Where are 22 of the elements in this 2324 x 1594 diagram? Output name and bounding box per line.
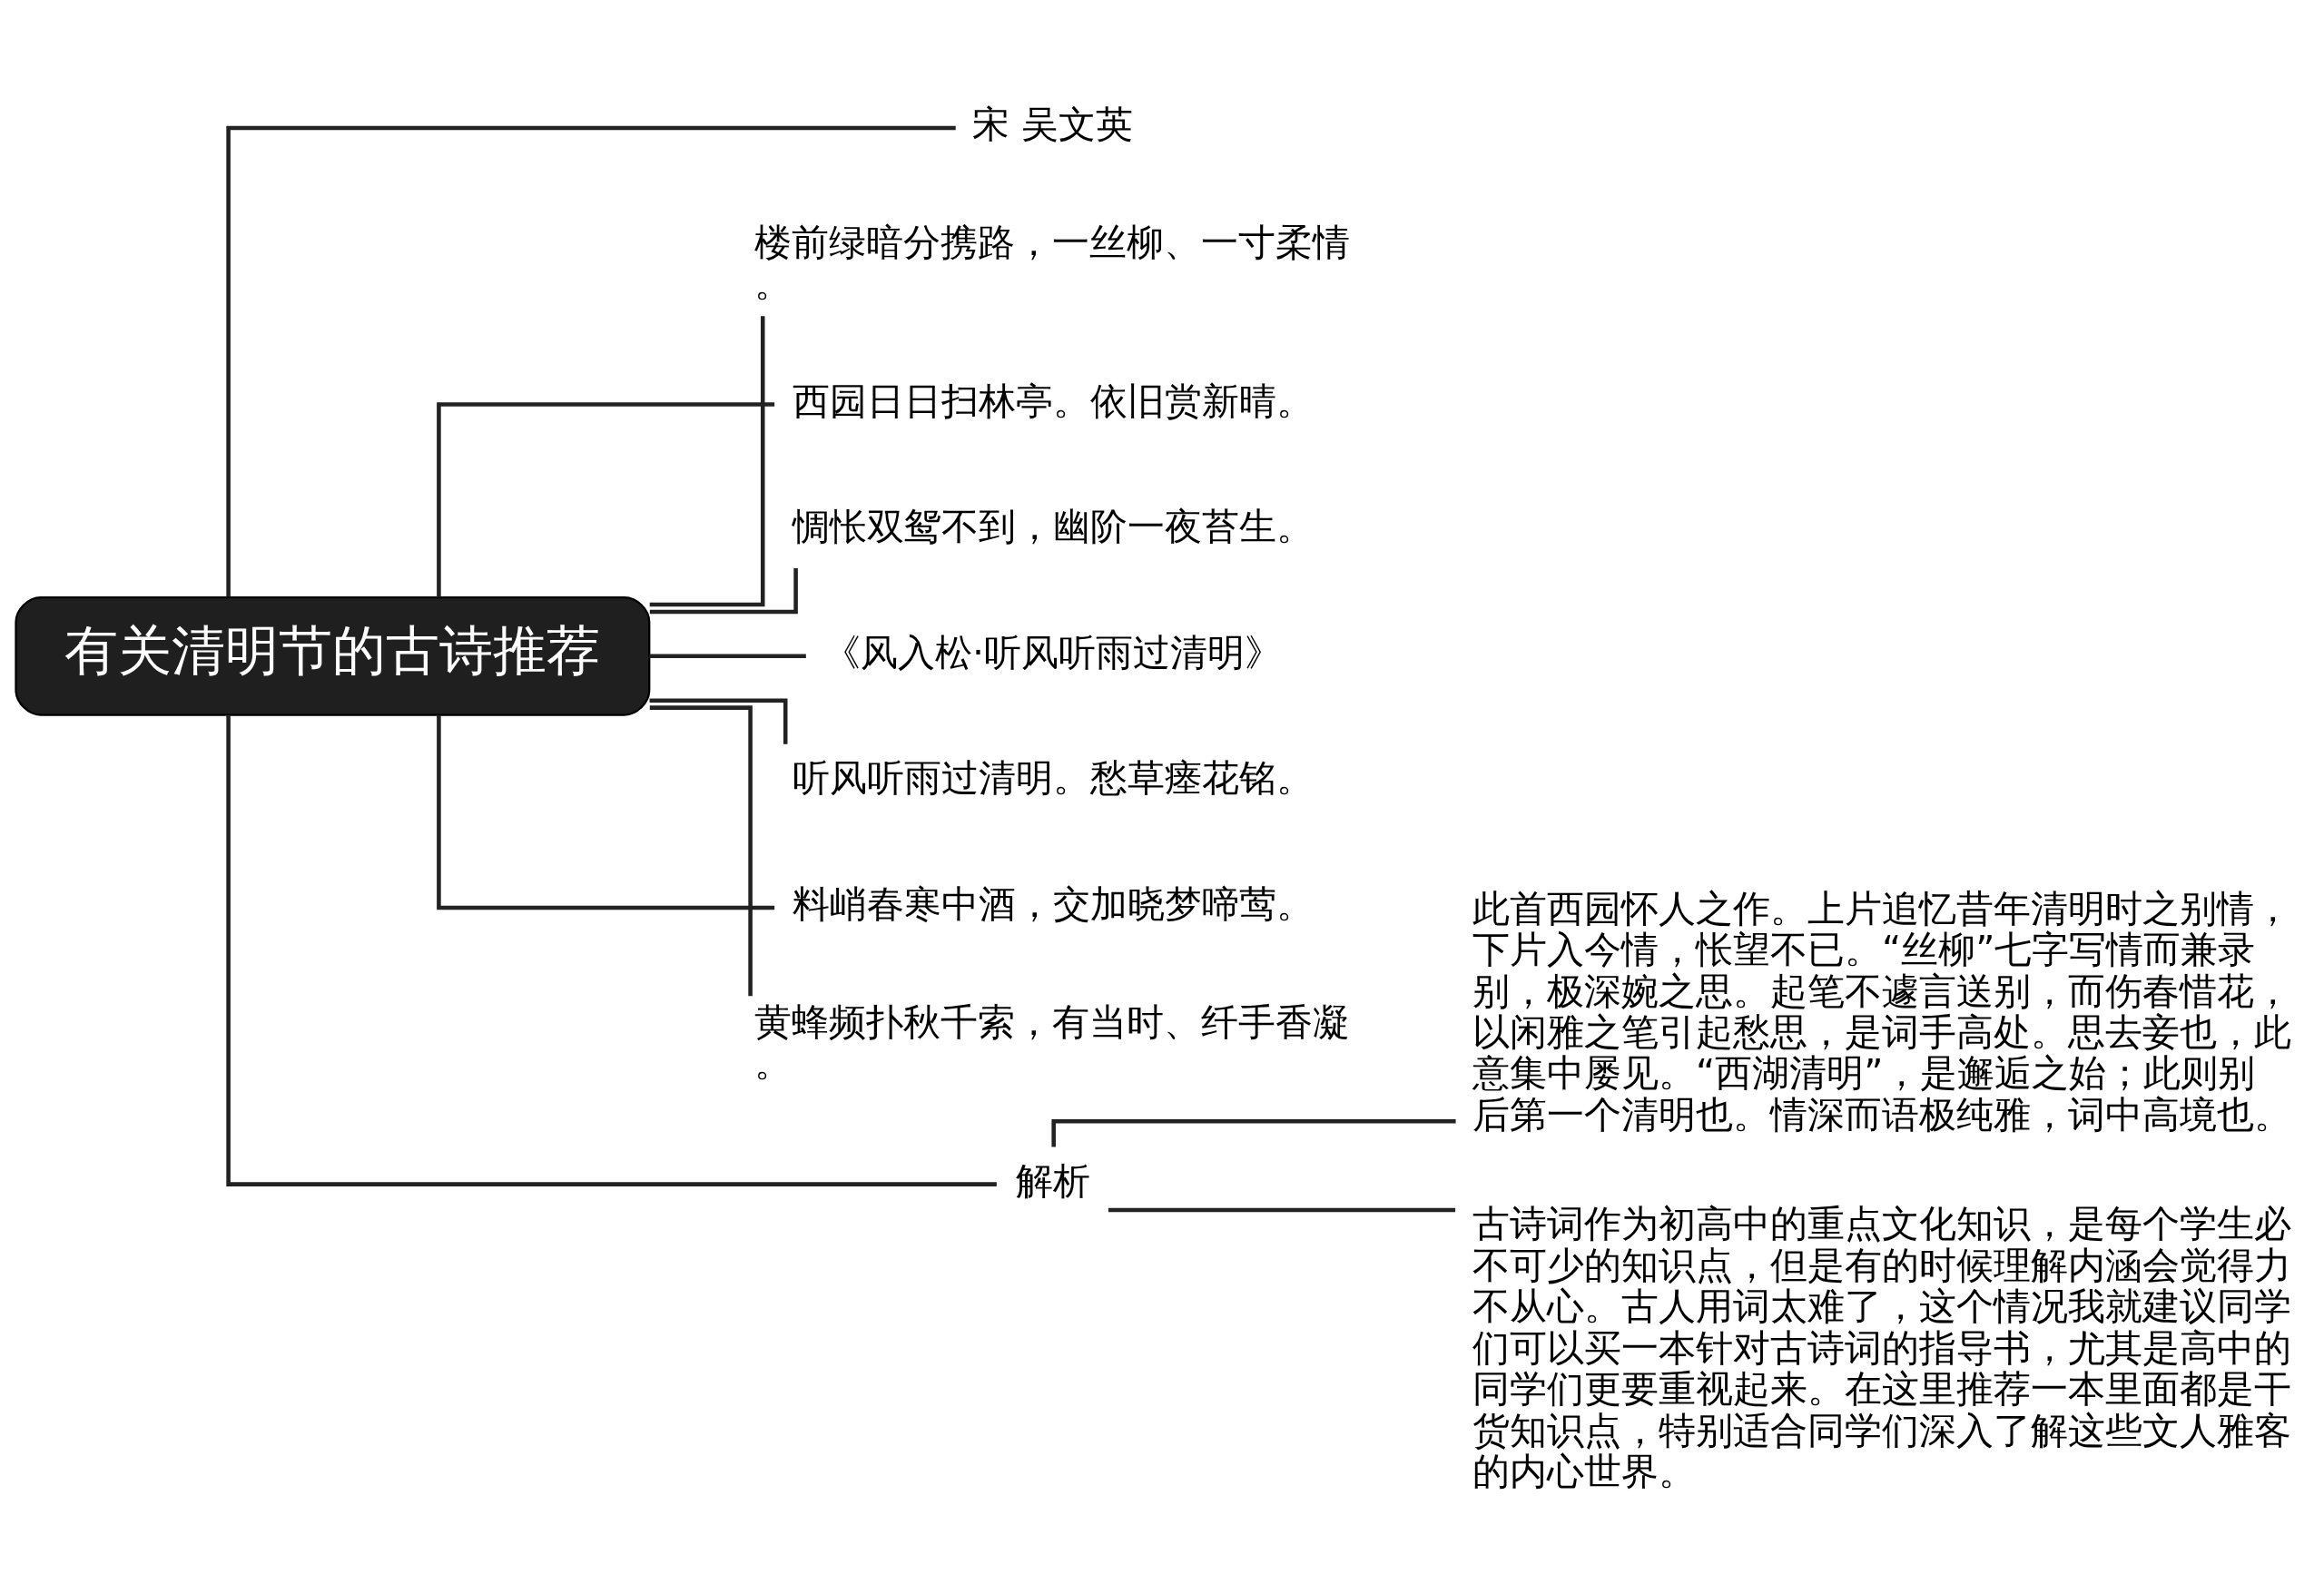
connector xyxy=(437,714,775,910)
node-box: 有关清明节的古诗推荐 xyxy=(15,595,651,716)
connector xyxy=(226,125,956,596)
node-text: 《风入松·听风听雨过清明》 xyxy=(823,630,1283,674)
node-text: 惆怅双鸳不到，幽阶一夜苔生。 xyxy=(792,504,1314,548)
connector xyxy=(649,697,788,744)
node-text: 西园日日扫林亭。依旧赏新晴。 xyxy=(792,379,1314,423)
node-text: 黄蜂频扑秋千索，有当时、纤手香凝。 xyxy=(754,999,1351,1085)
connector xyxy=(649,704,753,996)
connector xyxy=(437,401,775,597)
connector xyxy=(649,654,806,658)
connector xyxy=(1108,1207,1456,1212)
node-text: 宋 吴文英 xyxy=(972,102,1134,146)
node-text: 古诗词作为初高中的重点文化知识，是每个学生必不可少的知识点，但是有的时候理解内涵会觉得力不从心。古人用词太难了，这个情况我就建议同学们可以买一本针对古诗词的指导书，尤其是高中的同学们更要重视起来。在这里推荐一本里面都是干货知识点，特别适合同学们深入了解这些文人雅客的内心世界。 xyxy=(1472,1201,2292,1493)
connector xyxy=(649,567,798,614)
node-text: 解析 xyxy=(1015,1158,1090,1203)
connector xyxy=(649,315,765,606)
connector xyxy=(226,714,997,1186)
node-text: 听风听雨过清明。愁草瘗花铭。 xyxy=(792,755,1314,800)
node-text: 此首西园怀人之作。上片追忆昔年清明时之别情，下片入今情，怅望不已。“丝柳”七字写情而兼录别，极深婉之思。起笔不遽言送别，而伤春惜花，以闲雅之笔引起愁思，是词手高处。思去妾也，此意集中屡见。“西湖清明”，是邂逅之始；此则别后第一个清明也。情深而语极纯雅，词中高境也。 xyxy=(1472,886,2292,1136)
node-text: 楼前绿暗分携路，一丝柳、一寸柔情。 xyxy=(754,220,1351,305)
node-text: 料峭春寒中酒，交加晓梦啼莺。 xyxy=(792,881,1314,926)
